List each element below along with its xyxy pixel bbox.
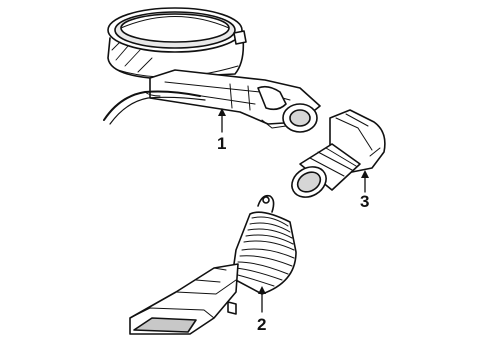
air-cleaner-assembly-icon [103,7,321,133]
callout-label-1: 1 [217,134,227,153]
air-intake-duct-icon [129,194,297,335]
callout-label-2: 2 [257,315,267,334]
air-duct-adapter-icon [291,109,386,198]
callout-label-3: 3 [360,192,370,211]
